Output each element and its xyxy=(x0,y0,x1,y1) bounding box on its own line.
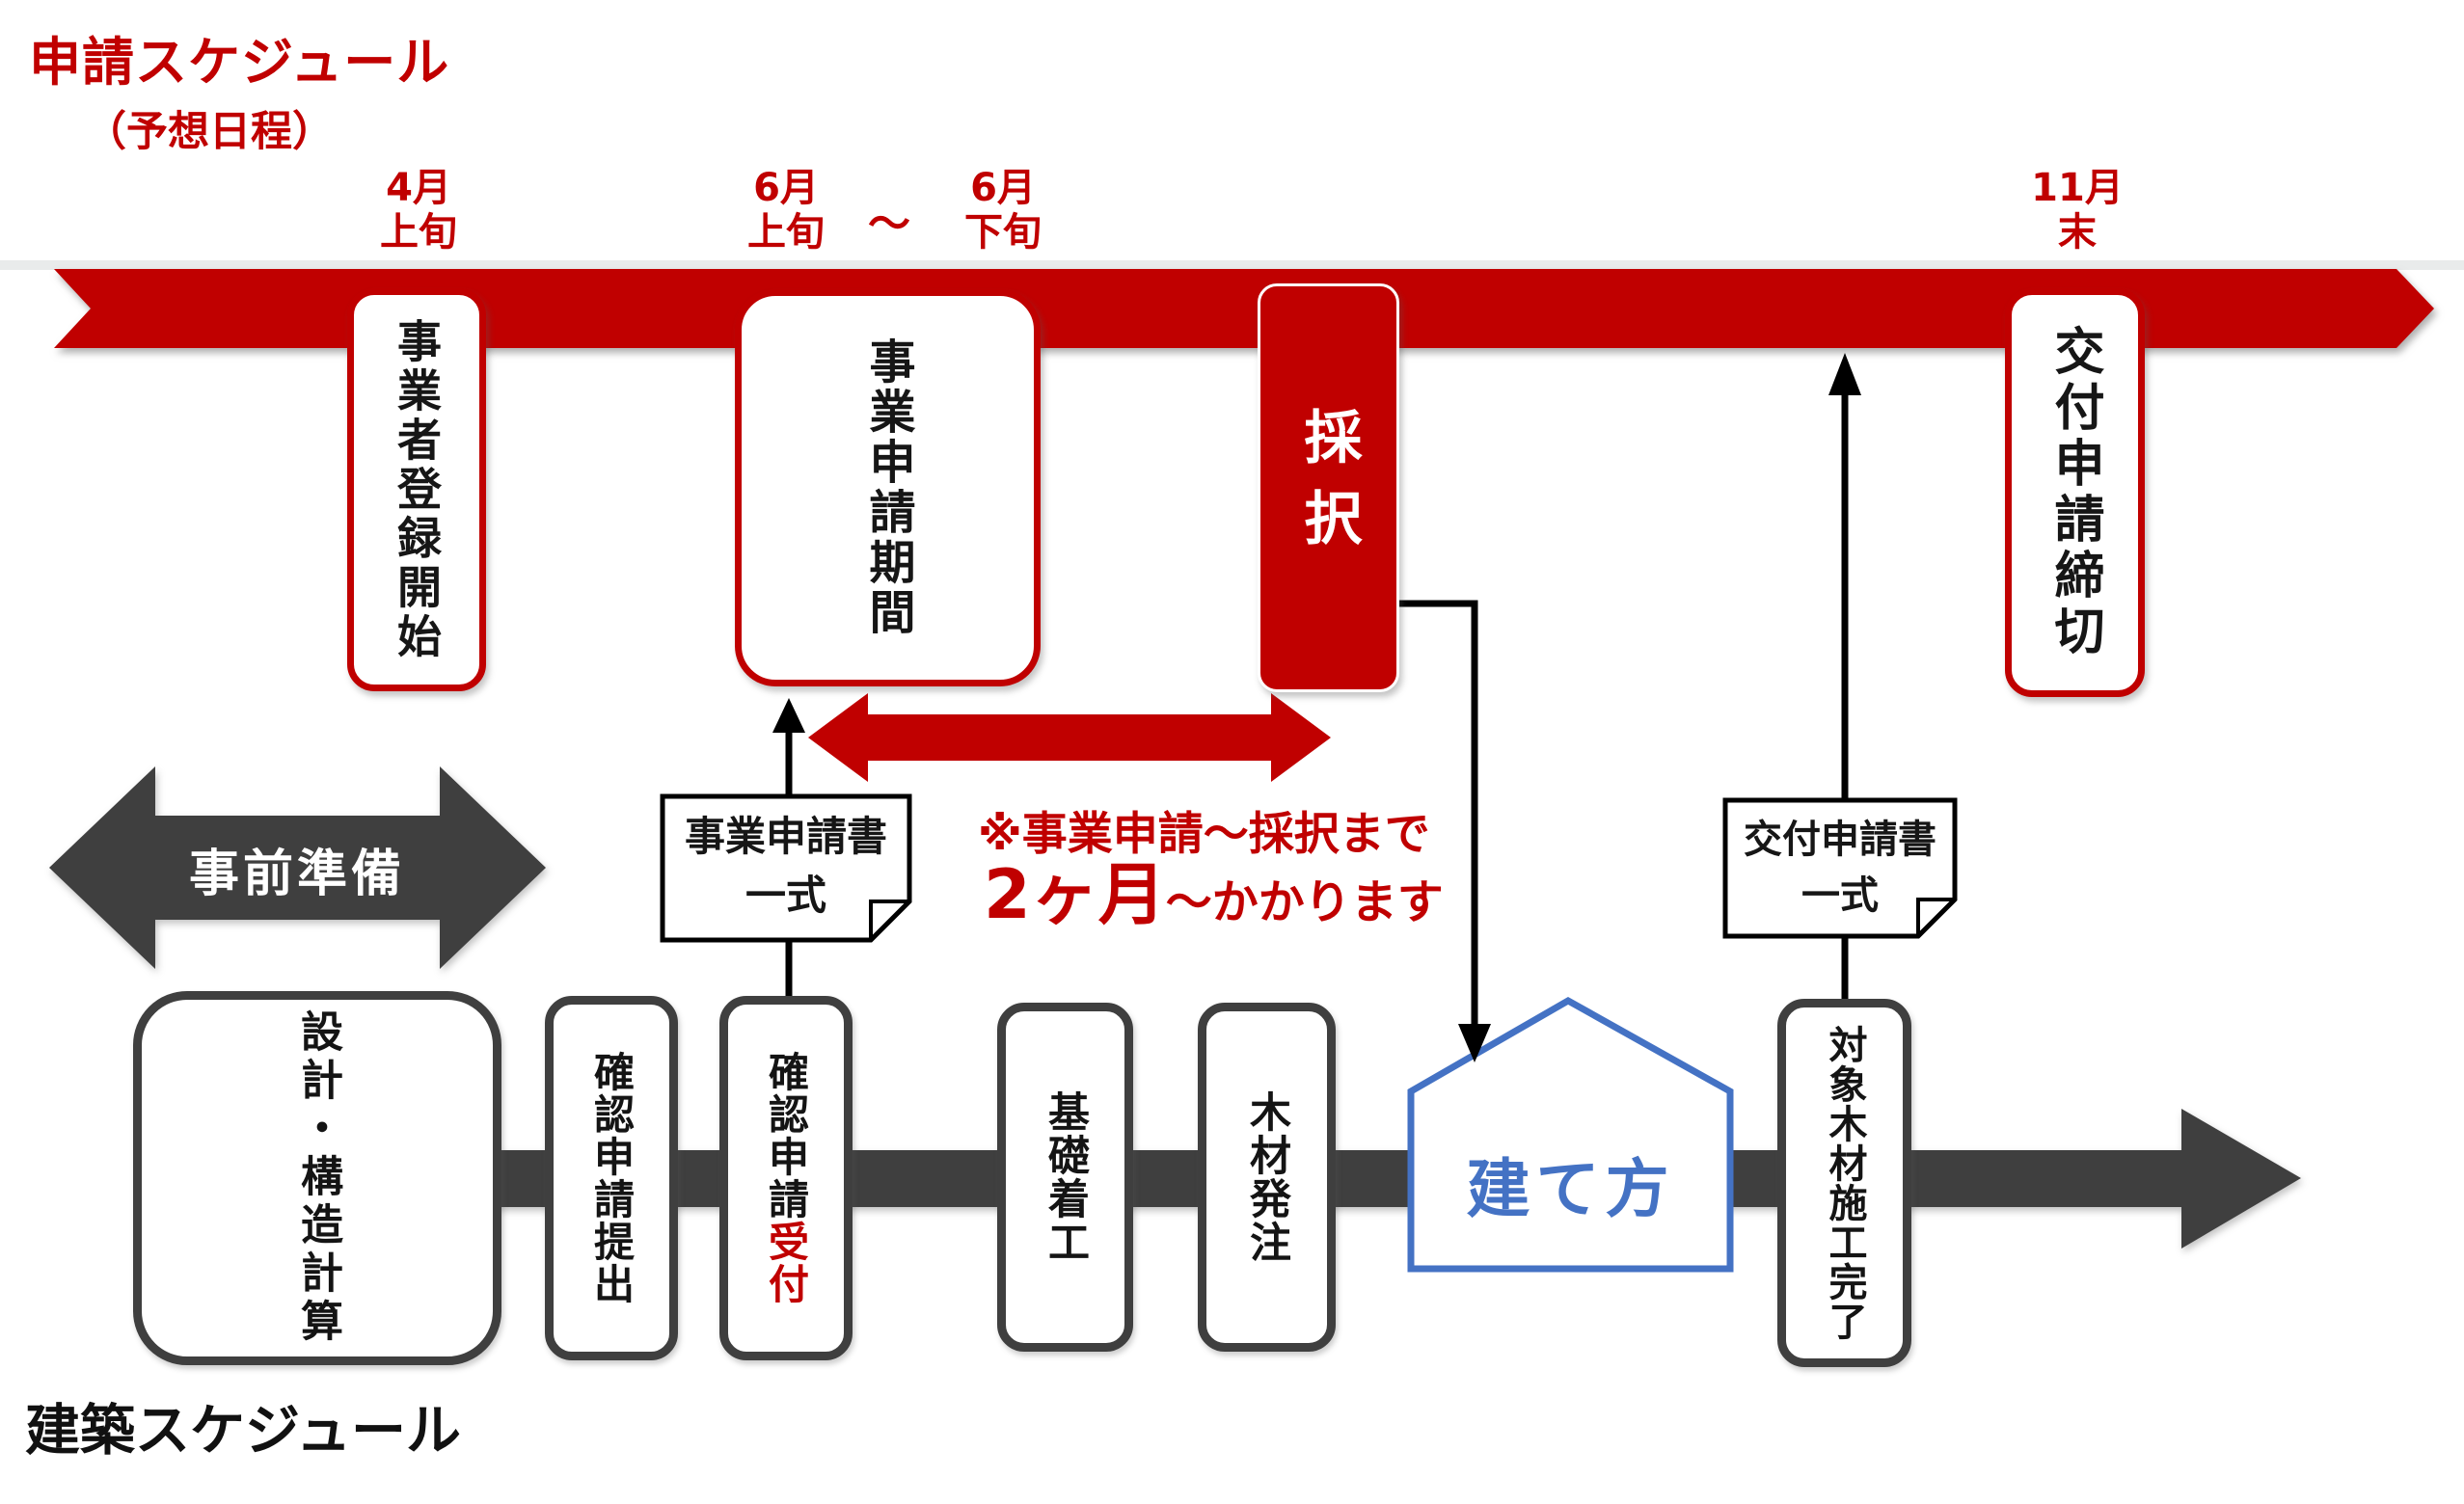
adoption-to-erection-connector xyxy=(1399,600,1478,1041)
business-note-line2: 一式 xyxy=(745,871,826,919)
step-label: 木材発注 xyxy=(1242,1090,1291,1264)
step-label: 設計・構造計算 xyxy=(293,1009,342,1347)
event-box-adoption: 採択 xyxy=(1258,283,1399,692)
date-tilde: ～ xyxy=(868,200,910,249)
step-label: 確認申請提出 xyxy=(587,1051,636,1305)
duration-annotation-emphasis: 2ヶ月 xyxy=(984,855,1166,934)
event-box-grant-deadline: 交付申請締切 xyxy=(2005,288,2145,697)
up-arrowhead-icon xyxy=(772,698,805,733)
duration-annotation-rest: ～かかります xyxy=(1165,875,1444,929)
event-label: 交付申請締切 xyxy=(2045,325,2103,660)
date-label-early-june: 6月 上旬 xyxy=(747,166,825,255)
grant-note-fold-icon xyxy=(1916,898,1955,936)
grant-note-line2: 一式 xyxy=(1801,873,1879,918)
business-note-line1: 事業申請書 xyxy=(684,813,887,860)
step-box-wood-order: 木材発注 xyxy=(1198,1003,1336,1352)
event-label: 事業者登録開始 xyxy=(391,317,443,662)
down-arrowhead-icon xyxy=(1458,1024,1491,1062)
date-label-late-june: 6月 下旬 xyxy=(964,166,1042,255)
application-timeline-band xyxy=(54,269,2434,348)
date-label-end-november: 11月 末 xyxy=(2031,166,2124,255)
grant-note-shape xyxy=(1722,797,1958,939)
grant-note-text: 交付申請書 一式 xyxy=(1725,812,1955,924)
construction-schedule-title: 建築スケジュール xyxy=(25,1399,462,1463)
step-box-accept: 確認申請受付 xyxy=(719,996,853,1360)
band-top-shadow xyxy=(0,260,2464,270)
event-box-registration: 事業者登録開始 xyxy=(347,288,486,691)
construction-timeline-arrowhead-icon xyxy=(2181,1109,2301,1249)
up-arrowhead-icon xyxy=(1828,353,1861,395)
step-label: 確認申請受付 xyxy=(757,1051,816,1305)
house-erection-icon xyxy=(1407,996,1734,1273)
preparation-double-arrow-icon xyxy=(49,766,546,969)
business-note-fold-icon xyxy=(869,900,909,940)
step-box-completion: 対象木材施工完了 xyxy=(1777,999,1911,1367)
step-label: 基礎着工 xyxy=(1041,1090,1090,1264)
date-label-early-april: 4月 上旬 xyxy=(380,166,457,255)
grant-note-line1: 交付申請書 xyxy=(1744,818,1936,862)
step-label-erection: 建て方 xyxy=(1466,1152,1675,1226)
event-label: 事業申請期間 xyxy=(860,337,915,638)
business-note-text: 事業申請書 一式 xyxy=(663,808,909,926)
step-label-accent: 受付 xyxy=(762,1221,810,1305)
step-label-main: 確認申請 xyxy=(762,1051,810,1221)
page-title: 申請スケジュール xyxy=(29,32,450,93)
duration-double-arrow-icon xyxy=(808,693,1331,782)
duration-annotation-line2: 2ヶ月～かかります xyxy=(984,841,1444,938)
duration-annotation-line1: ※事業申請～採択まで xyxy=(978,808,1430,861)
page-subtitle: （予想日程） xyxy=(85,108,334,156)
business-note-shape xyxy=(660,793,912,943)
event-label: 採択 xyxy=(1294,407,1362,569)
event-box-application-period: 事業申請期間 xyxy=(735,289,1041,686)
step-label: 対象木材施工完了 xyxy=(1822,1025,1867,1341)
step-box-foundation: 基礎着工 xyxy=(997,1003,1133,1352)
step-box-submit: 確認申請提出 xyxy=(545,996,678,1360)
step-box-design: 設計・構造計算 xyxy=(133,991,501,1365)
preparation-label: 事前準備 xyxy=(188,846,405,903)
